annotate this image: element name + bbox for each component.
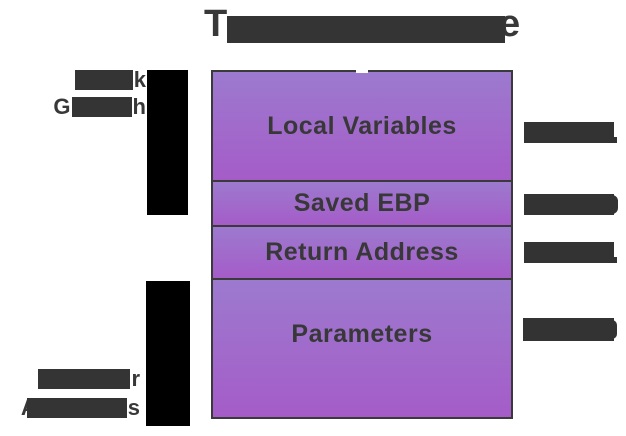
stack-growth-line1-fragment: k xyxy=(133,67,146,92)
stack-section-saved-ebp: Saved EBP xyxy=(213,180,511,225)
stack-growth-line2: G h xyxy=(53,93,146,120)
redaction-bar xyxy=(74,69,133,90)
stack-section-parameters: Parameters xyxy=(213,278,511,417)
section-label: Local Variables xyxy=(267,111,457,140)
stack-growth-line2-end-fragment: h xyxy=(132,94,146,119)
box-top-border-gap xyxy=(356,68,368,73)
redaction-bar xyxy=(38,368,131,389)
letter-fragment xyxy=(609,195,618,214)
section-label: Parameters xyxy=(291,320,433,348)
stack-growth-line2-start-fragment: G xyxy=(53,94,71,119)
page-title-first-letter: T xyxy=(204,3,228,45)
higher-addresses-line1-fragment: r xyxy=(131,366,140,391)
letter-fragment xyxy=(611,257,617,263)
higher-addresses-arrow-redacted xyxy=(146,281,190,426)
stack-section-local-variables: Local Variables xyxy=(213,72,511,180)
address-label-redacted-saved-ebp xyxy=(524,194,618,215)
address-label-redacted-local-variables xyxy=(524,122,617,143)
stack-growth-arrow-redacted xyxy=(147,70,188,215)
higher-addresses-line2-end-fragment: s xyxy=(127,395,140,420)
redaction-bar xyxy=(26,397,127,418)
section-label: Saved EBP xyxy=(293,189,431,217)
higher-addresses-label: r A s xyxy=(21,364,140,422)
section-label: Return Address xyxy=(265,238,459,266)
higher-addresses-line1: r xyxy=(38,364,140,393)
address-label-redacted-return-address xyxy=(524,242,617,263)
redaction-bar xyxy=(71,96,132,117)
stack-section-return-address: Return Address xyxy=(213,225,511,278)
letter-fragment xyxy=(610,320,617,339)
stack-growth-label: k G h xyxy=(53,66,146,120)
stack-frame-box: Local Variables Saved EBP Return Address… xyxy=(211,70,513,419)
letter-fragment xyxy=(611,137,617,143)
address-label-redacted-parameters xyxy=(523,318,617,341)
higher-addresses-line2: A s xyxy=(21,393,140,422)
stack-growth-line1: k xyxy=(74,66,146,93)
title-redaction-bar xyxy=(227,16,505,43)
